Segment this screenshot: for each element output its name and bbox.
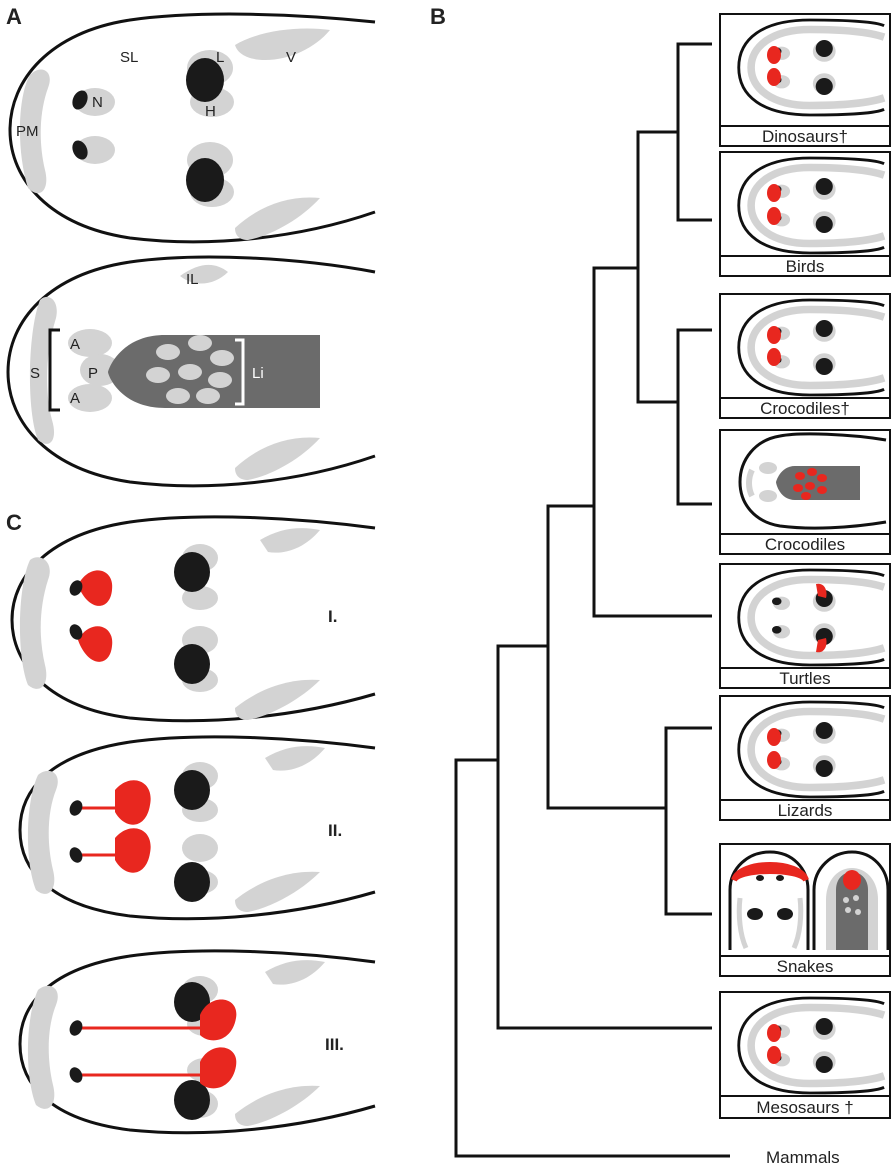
taxon-label-dinosaurs: Dinosaurs† <box>762 127 848 146</box>
stage-3-diagram <box>20 951 375 1133</box>
label-p: P <box>88 365 98 382</box>
phylogenetic-tree <box>456 44 730 1156</box>
label-v: V <box>286 49 296 66</box>
label-li: Li <box>252 365 264 382</box>
stage-2-diagram <box>20 737 375 919</box>
label-l: L <box>216 49 224 66</box>
stage-1-label: I. <box>328 607 337 626</box>
label-a-top: A <box>70 336 80 353</box>
taxon-label-lizards: Lizards <box>778 801 833 820</box>
stage-3-label: III. <box>325 1035 344 1054</box>
taxon-label-crocodiles: Crocodiles <box>765 535 845 554</box>
label-sl: SL <box>120 49 138 66</box>
label-n: N <box>92 94 103 111</box>
stage-1-diagram <box>12 517 375 721</box>
taxon-label-mammals: Mammals <box>766 1148 840 1167</box>
panel-label-a: A <box>6 4 22 29</box>
label-pm: PM <box>16 123 39 140</box>
taxon-label-snakes: Snakes <box>777 957 834 976</box>
taxon-label-mesosaurs: Mesosaurs † <box>756 1098 853 1117</box>
stage-2-label: II. <box>328 821 342 840</box>
taxon-label-birds: Birds <box>786 257 825 276</box>
taxon-label-crocodiles-extinct: Crocodiles† <box>760 399 850 418</box>
panel-label-b: B <box>430 4 446 29</box>
label-a-bottom: A <box>70 390 80 407</box>
label-h: H <box>205 103 216 120</box>
label-s: S <box>30 365 40 382</box>
label-il: IL <box>186 271 199 288</box>
taxon-label-turtles: Turtles <box>779 669 830 688</box>
upper-palate-diagram <box>10 14 375 242</box>
panel-label-c: C <box>6 510 22 535</box>
lower-palate-diagram <box>8 257 375 486</box>
crocodile-floor-diagram <box>740 434 886 528</box>
